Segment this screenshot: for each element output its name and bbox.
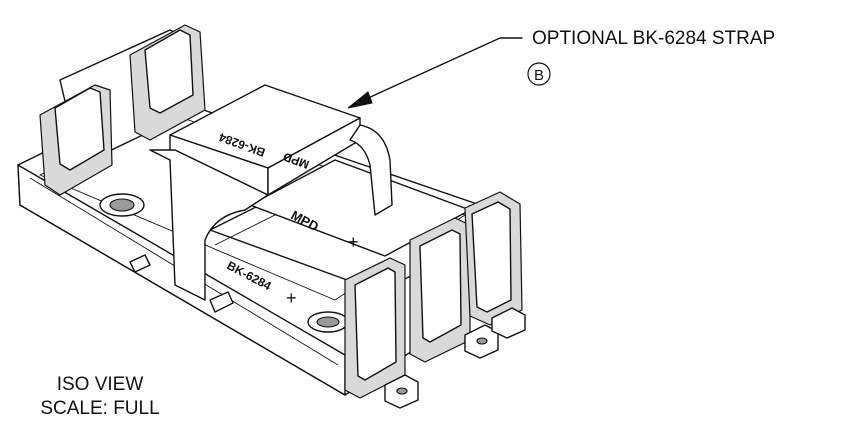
view-scale: SCALE: FULL — [40, 398, 159, 419]
callout-label: OPTIONAL BK-6284 STRAP — [532, 28, 775, 49]
view-name: ISO VIEW — [57, 374, 144, 395]
plus-sign-upper: + — [348, 232, 359, 252]
balloon-letter: B — [534, 67, 544, 84]
detail-balloon: B — [527, 62, 551, 86]
strap: BK-6284 MPD — [149, 84, 393, 301]
mounting-hole-right — [307, 311, 349, 333]
callout-leader — [347, 37, 523, 109]
plus-sign-lower: + — [286, 288, 297, 308]
mounting-hole-left — [99, 193, 145, 217]
right-contacts — [344, 191, 526, 409]
